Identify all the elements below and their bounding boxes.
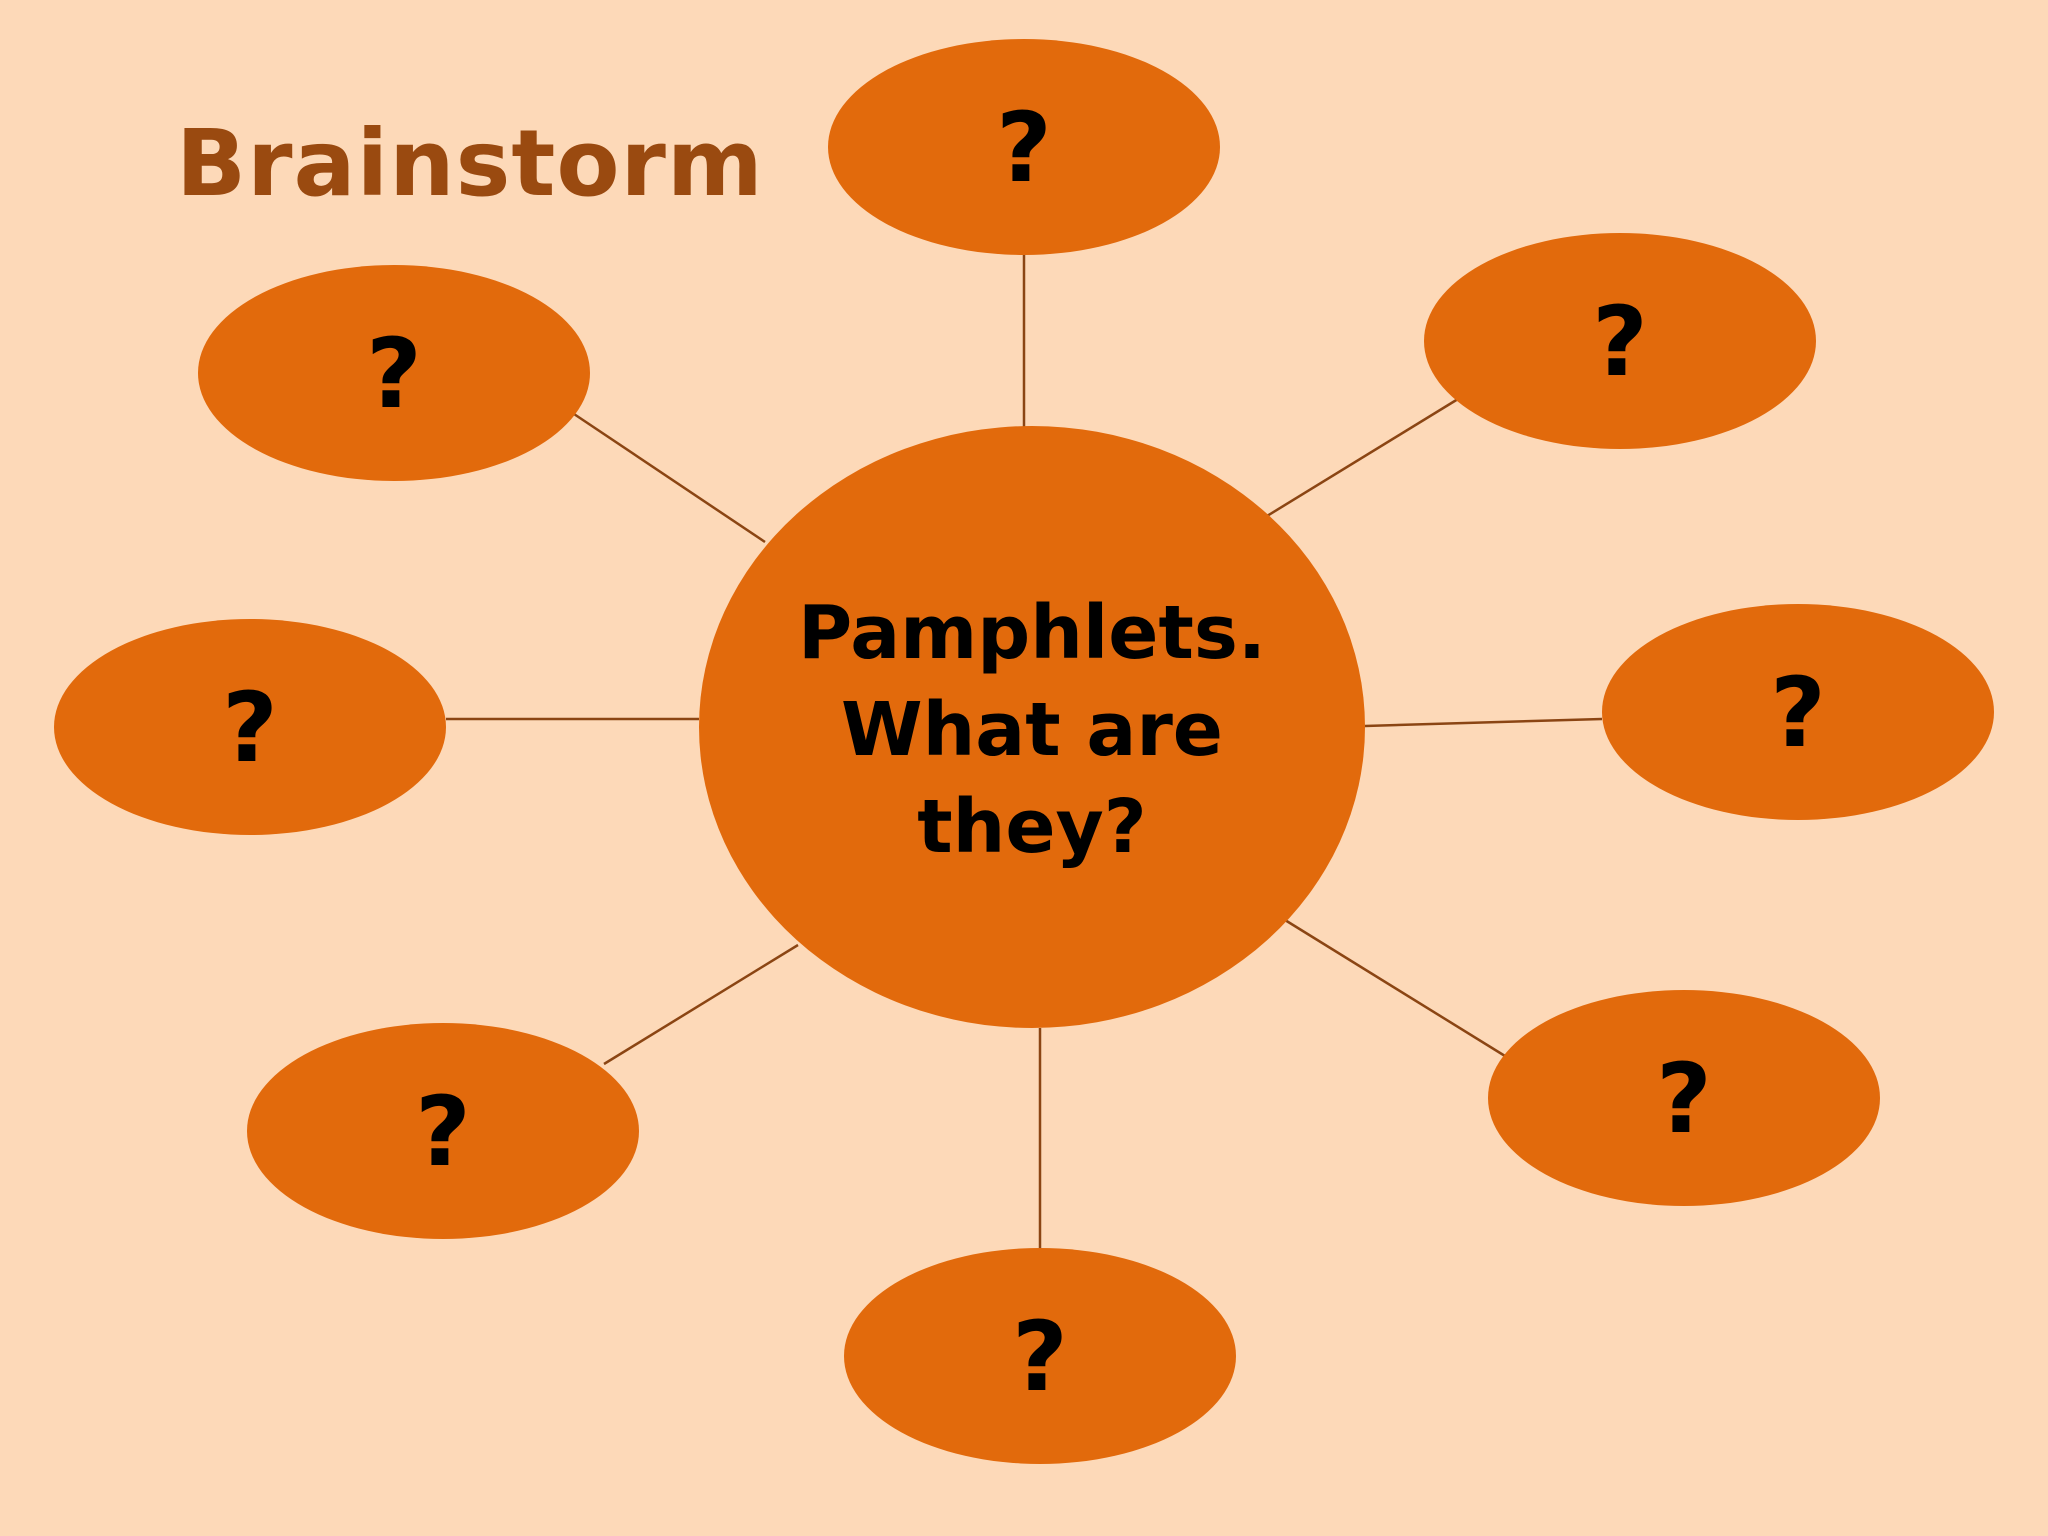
node-label-bottom-left: ? (415, 1076, 471, 1188)
node-bottom-left: ? (247, 1023, 639, 1239)
connectors (446, 255, 1603, 1248)
slide-title: Brainstorm (176, 110, 764, 217)
central-topic-line-1: Pamphlets. (798, 590, 1266, 676)
node-ellipse-bottom (844, 1248, 1236, 1464)
connector-top-right (1266, 397, 1459, 518)
node-label-left: ? (222, 672, 278, 784)
node-top: ? (828, 39, 1220, 255)
node-ellipse-bottom-left (247, 1023, 639, 1239)
node-label-right: ? (1770, 657, 1826, 769)
central-topic: Pamphlets. What are they? (699, 426, 1365, 1028)
node-top-right: ? (1424, 233, 1816, 449)
central-topic-line-3: they? (917, 784, 1146, 870)
central-topic-line-2: What are (841, 687, 1223, 773)
connector-top-left (573, 412, 766, 544)
connector-bottom-left (603, 943, 799, 1066)
node-bottom: ? (844, 1248, 1236, 1464)
node-left: ? (54, 619, 446, 835)
node-label-bottom: ? (1012, 1301, 1068, 1413)
node-ellipse-left (54, 619, 446, 835)
node-label-top: ? (996, 92, 1052, 204)
central-topic-ellipse (699, 426, 1365, 1028)
node-bottom-right: ? (1488, 990, 1880, 1206)
node-label-top-right: ? (1592, 286, 1648, 398)
node-label-bottom-right: ? (1656, 1043, 1712, 1155)
nodes: ???????? (54, 39, 1994, 1464)
node-ellipse-top-right (1424, 233, 1816, 449)
node-ellipse-top-left (198, 265, 590, 481)
node-ellipse-top (828, 39, 1220, 255)
node-top-left: ? (198, 265, 590, 481)
node-right: ? (1602, 604, 1994, 820)
connector-bottom-right (1284, 918, 1506, 1058)
connector-right (1364, 717, 1603, 728)
node-ellipse-bottom-right (1488, 990, 1880, 1206)
node-label-top-left: ? (366, 318, 422, 430)
node-ellipse-right (1602, 604, 1994, 820)
